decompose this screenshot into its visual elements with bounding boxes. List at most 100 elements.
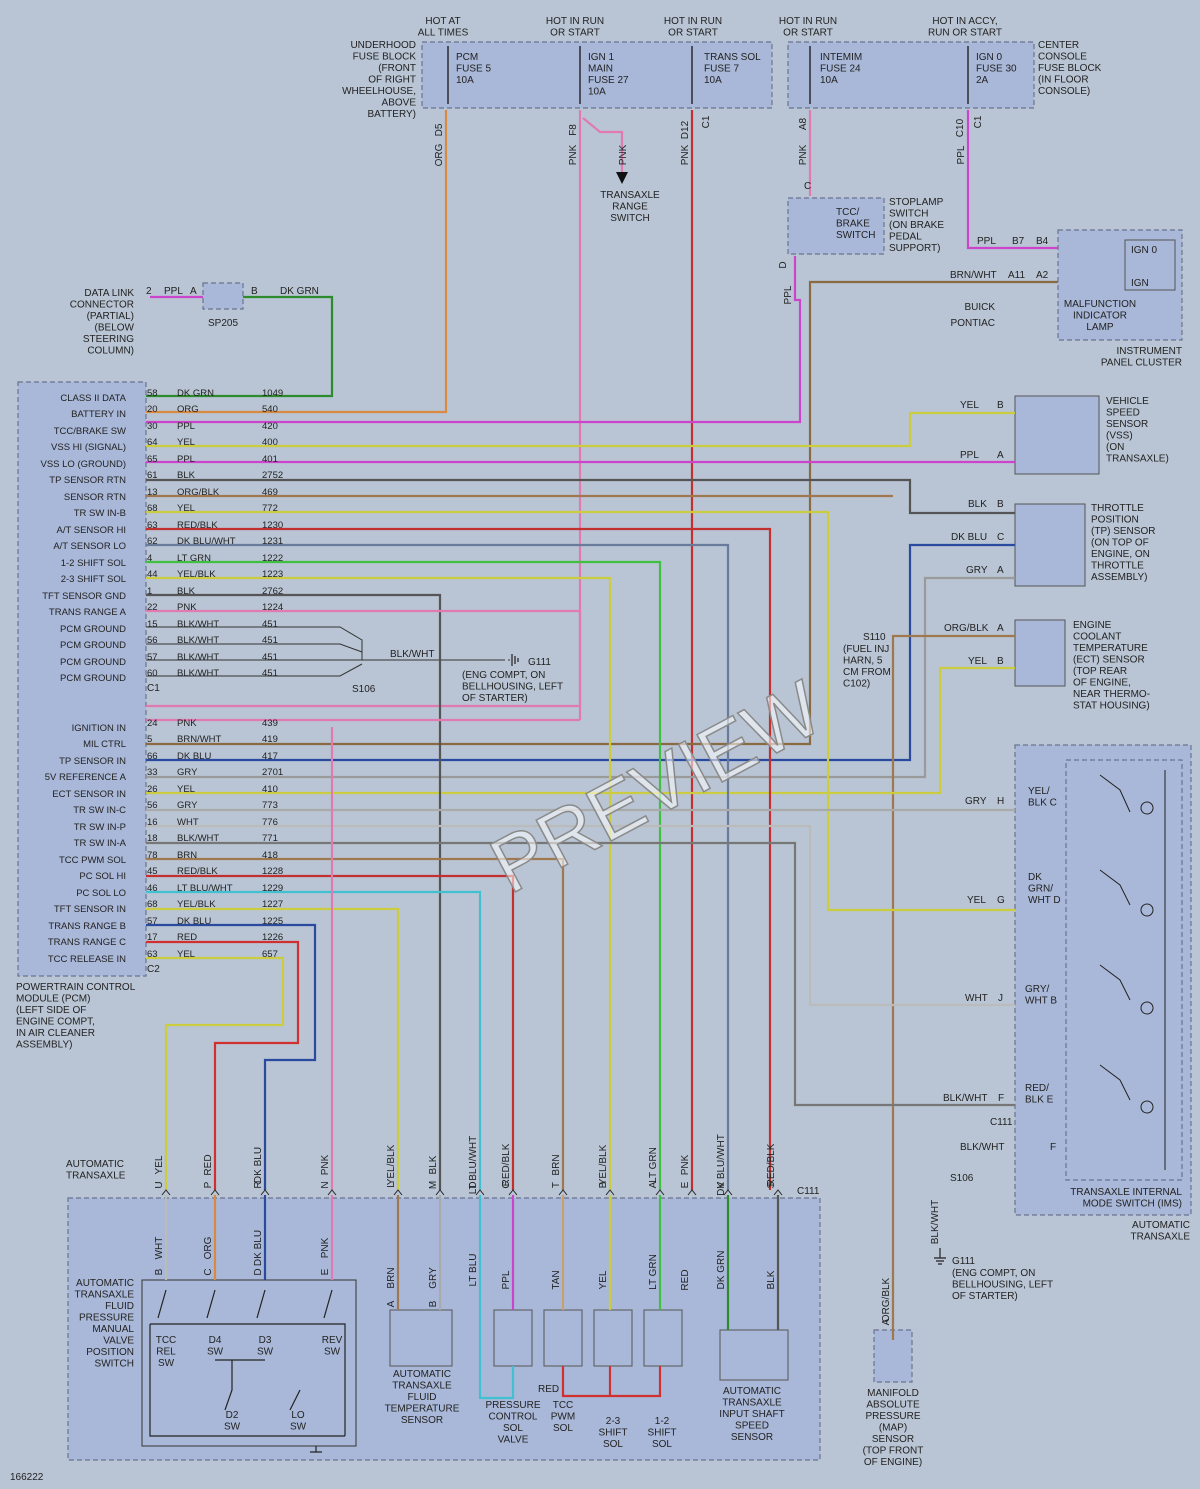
- pcm-circuit-number: 451: [262, 652, 278, 663]
- pcm-pin-number: 45: [147, 866, 158, 877]
- vss-yel: YEL: [960, 400, 979, 411]
- vss-b: B: [997, 400, 1004, 411]
- pcm-wire-color: YEL: [177, 437, 195, 448]
- pcm-wire-color: LT BLU/WHT: [177, 883, 233, 894]
- mv-wire-color: PNK: [320, 1237, 331, 1258]
- ims-s106: S106: [950, 1173, 974, 1184]
- pcm-module: [17, 381, 147, 977]
- wire-ltbluwht-pcsollo: [146, 890, 482, 1190]
- pcm-pin-number: 66: [147, 751, 158, 762]
- ect-yel: YEL: [968, 656, 987, 667]
- pcm-pin-number: 46: [147, 883, 158, 894]
- transaxle-pin: T: [551, 1182, 562, 1188]
- connector-chevron: [723, 1189, 733, 1196]
- mv-wire-color: DK BLU: [253, 1230, 264, 1266]
- pcm-pin-number: 16: [147, 817, 158, 828]
- pcm-pin-name: 2-3 SHIFT SOL: [61, 574, 126, 585]
- cluster-ign0: IGN 0: [1131, 245, 1158, 256]
- pcm-pin-number: 68: [147, 899, 158, 910]
- pcm-wire-color: PNK: [177, 602, 197, 613]
- pcm-pin-number: 63: [147, 949, 158, 960]
- pcm-circuit-number: 469: [262, 487, 278, 498]
- connector-chevron: [393, 1189, 403, 1196]
- pcm-pin-name: TR SW IN-C: [73, 805, 126, 816]
- ims-redblk: RED/BLK E: [1025, 1083, 1054, 1106]
- mv-pin: C: [203, 1268, 214, 1275]
- vss-sensor-box: [1014, 395, 1100, 475]
- wire-blk-tftgnd: [146, 593, 442, 1190]
- connector-chevron: [435, 1189, 445, 1196]
- transaxle-wire-color: LT BLU/WHT: [468, 1136, 479, 1195]
- pcm-pin-number: 17: [147, 932, 158, 943]
- mv-pin: B: [154, 1268, 165, 1275]
- cluster-b7: B7: [1012, 236, 1025, 247]
- s110-id: S110: [863, 632, 886, 643]
- pcm-wire-color: BLK/WHT: [177, 652, 219, 663]
- map-wire: ORG/BLK: [881, 1277, 892, 1322]
- pcm-wire-color: BLK/WHT: [177, 833, 219, 844]
- ims-blkwht3: BLK/WHT: [930, 1200, 941, 1244]
- wire-ppl-cluster: [966, 110, 1058, 250]
- ims-f2: F: [1050, 1142, 1056, 1153]
- sol23-box: [593, 1309, 633, 1367]
- pcm-pin-name: PCM GROUND: [60, 640, 126, 651]
- pcm-wire-color: BLK/WHT: [177, 619, 219, 630]
- pcm-pin-number: 62: [147, 536, 158, 547]
- pcm-circuit-number: 1230: [262, 520, 283, 531]
- pcs-box: [493, 1309, 533, 1367]
- pcm-wire-color: RED: [177, 932, 197, 943]
- dlc-a: A: [190, 286, 197, 297]
- ims-yel_blk_c: YEL/BLK C: [1028, 786, 1057, 809]
- pcm-wire-color: ORG/BLK: [177, 487, 220, 498]
- transaxle-sol_wires-ltgrn: LT GRN: [648, 1254, 659, 1290]
- iss-box: [719, 1329, 789, 1381]
- ims-switch-glyphs: [1099, 770, 1166, 1170]
- trs-arrow: [616, 172, 628, 184]
- pcm-pin-number: 56: [147, 635, 158, 646]
- transaxle-wire-color: RED/BLK: [766, 1143, 777, 1186]
- pcm-circuit-number: 2762: [262, 586, 283, 597]
- wire-brn-tccpwm: [146, 857, 565, 1190]
- pcm-pin-number: 26: [147, 784, 158, 795]
- connector-chevron: [605, 1189, 615, 1196]
- pcm-c2: C2: [147, 964, 160, 975]
- cluster-ppl: PPL: [977, 236, 996, 247]
- pcm-pin-number: 58: [147, 388, 158, 399]
- transaxle-pin: N: [320, 1181, 331, 1188]
- ims-gry: GRY: [965, 796, 987, 807]
- stoplamp-switch-box: [787, 197, 885, 255]
- transaxle-pin: P: [203, 1181, 214, 1188]
- ims-inner-box: [1065, 759, 1183, 1181]
- connector-chevron: [655, 1189, 665, 1196]
- pcm-pin-name: BATTERY IN: [71, 409, 126, 420]
- ims-c111: C111: [990, 1117, 1013, 1128]
- pcm-circuit-number: 401: [262, 454, 278, 465]
- pcm-circuit-number: 451: [262, 619, 278, 630]
- cluster-a11: A11: [1008, 270, 1025, 281]
- transaxle-pin: S: [766, 1181, 777, 1188]
- transaxle-pin: D: [468, 1181, 479, 1188]
- tp-dkblu: DK BLU: [951, 532, 987, 543]
- ims-j: J: [998, 993, 1003, 1004]
- pcm-wire-color: GRY: [177, 767, 198, 778]
- pcm-wire-color: RED/BLK: [177, 520, 218, 531]
- transaxle-wire-color: BLK: [428, 1155, 439, 1174]
- pcm-circuit-number: 773: [262, 800, 278, 811]
- wire-dkblu-rangeb: [146, 923, 317, 1190]
- pcm-circuit-number: 419: [262, 734, 278, 745]
- pcm-circuit-number: 410: [262, 784, 278, 795]
- pcm-circuit-number: 1229: [262, 883, 283, 894]
- fuses-pin_f8: F8: [568, 124, 579, 136]
